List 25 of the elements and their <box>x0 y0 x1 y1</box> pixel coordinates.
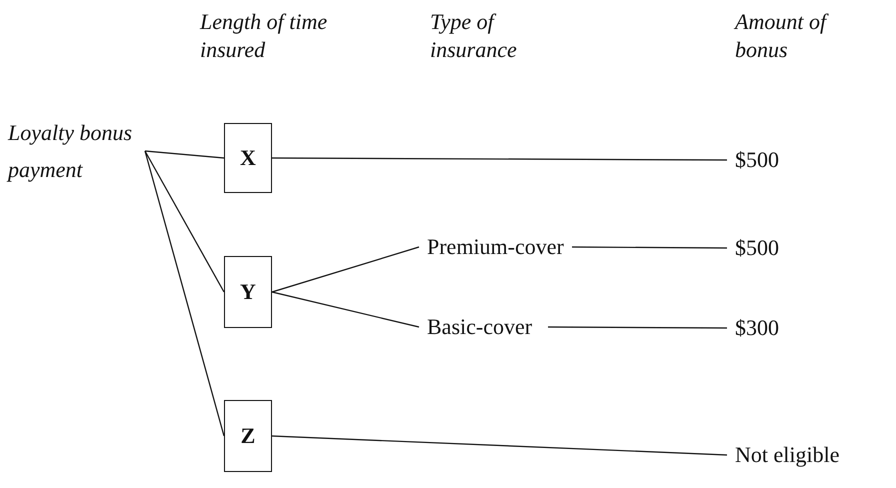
outcome-label: $300 <box>735 315 779 341</box>
box-letter: Z <box>240 423 256 449</box>
outcome-label: $500 <box>735 147 779 173</box>
connector-line <box>272 246 420 293</box>
category-box <box>224 123 272 193</box>
outcome-label: $500 <box>735 235 779 261</box>
diagram-root-label: Loyalty bonus payment <box>8 119 134 184</box>
connector-line <box>144 150 225 436</box>
outcome-label: Premium-cover <box>427 234 564 260</box>
connector-line <box>548 326 727 329</box>
box-letter: Y <box>240 279 256 305</box>
outcome-label: Basic-cover <box>427 314 532 340</box>
connector-line <box>272 291 420 328</box>
column-header: Type of insurance <box>430 8 518 64</box>
connector-line <box>272 435 728 456</box>
connector-line <box>272 157 727 161</box>
category-box <box>224 256 272 328</box>
category-box <box>224 400 272 472</box>
column-header: Amount of bonus <box>735 8 830 64</box>
connector-line <box>144 150 225 292</box>
box-letter: X <box>240 145 256 171</box>
column-header: Length of time insured <box>200 8 328 64</box>
connector-line <box>144 150 224 159</box>
outcome-label: Not eligible <box>735 442 840 468</box>
connector-line <box>572 246 727 249</box>
